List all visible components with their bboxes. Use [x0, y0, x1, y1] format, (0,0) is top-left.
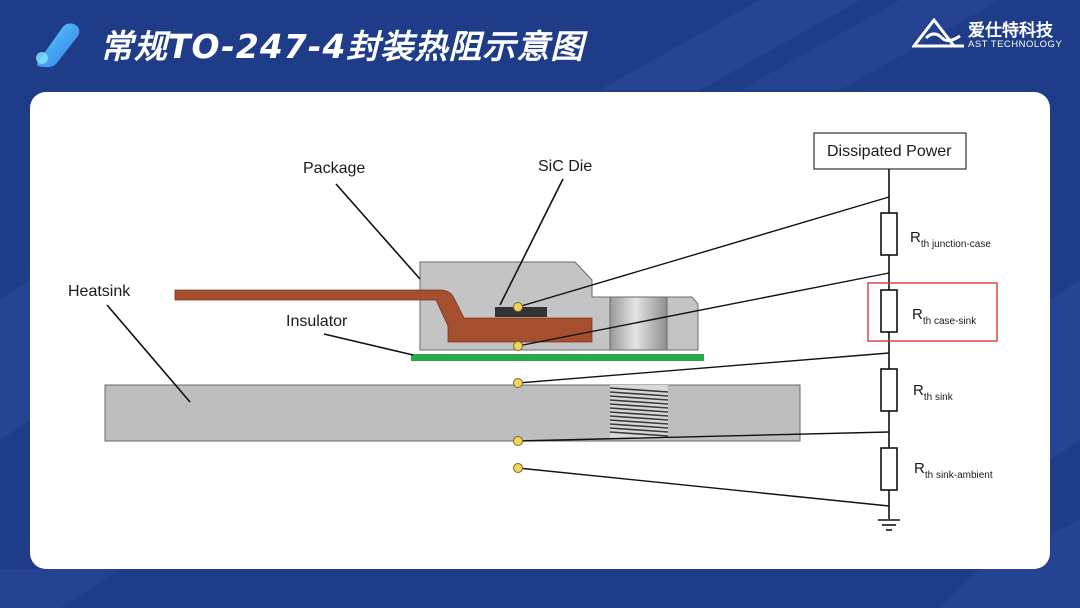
dissipated-power-label: Dissipated Power	[827, 143, 952, 160]
copper-lead	[174, 289, 593, 343]
resistor-label-case-sink: Rth case-sink	[912, 306, 977, 327]
dissipated-power-box	[813, 132, 967, 170]
logo-mark-icon	[36, 23, 80, 68]
sic-die	[495, 307, 547, 317]
resistor-label-junction-case: Rth junction-case	[910, 229, 991, 250]
resistor-sink-ambient	[880, 447, 898, 491]
insulator-label: Insulator	[286, 313, 348, 330]
node-sink-bottom	[513, 436, 523, 446]
brand-name: 爱仕特科技	[968, 21, 1053, 41]
content-panel: Package SiC Die Heatsink Insulator Dissi…	[30, 92, 1050, 569]
node-junction	[513, 302, 523, 312]
node-case	[513, 341, 523, 351]
node-sink-top	[513, 378, 523, 388]
page-title: 常规TO-247-4封装热阻示意图	[100, 27, 585, 66]
header: 常规TO-247-4封装热阻示意图 爱仕特科技 AST TECHNOLOGY	[0, 0, 1080, 90]
node-ambient	[513, 463, 523, 473]
brand-subtitle: AST TECHNOLOGY	[968, 39, 1063, 50]
resistor-case-sink	[880, 289, 898, 333]
heatsink-bar	[104, 384, 801, 442]
brand-logo: 爱仕特科技 AST TECHNOLOGY	[912, 16, 1062, 56]
ground-icon	[878, 519, 900, 531]
thermal-resistance-diagram: Package SiC Die Heatsink Insulator Dissi…	[68, 132, 998, 531]
sic-die-label: SiC Die	[538, 158, 592, 175]
resistor-label-sink: Rth sink	[913, 382, 954, 403]
screw-thread	[609, 385, 669, 439]
insulator-layer	[411, 354, 704, 361]
resistor-junction-case	[880, 212, 898, 256]
resistor-label-sink-ambient: Rth sink-ambient	[914, 460, 993, 481]
screw-head	[609, 296, 668, 351]
case-sink-highlight	[867, 282, 998, 342]
resistor-sink	[880, 368, 898, 412]
heatsink-label: Heatsink	[68, 283, 131, 300]
ast-logo-icon	[912, 18, 964, 48]
package-label: Package	[303, 160, 365, 177]
